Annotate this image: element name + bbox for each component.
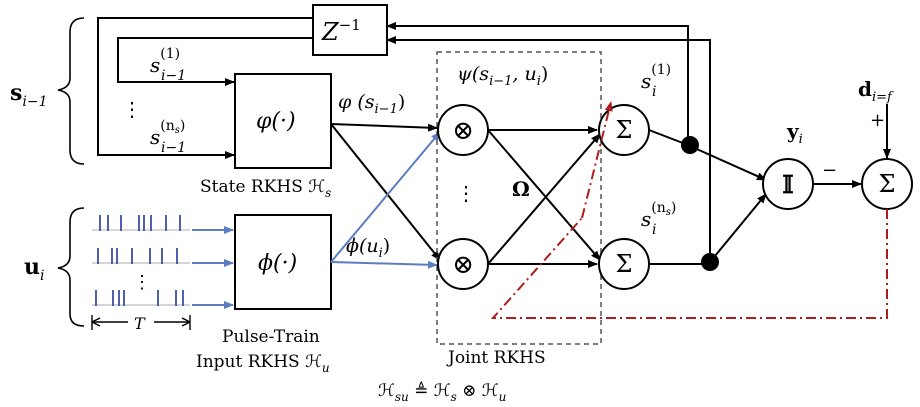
desired-signal-sub: i=f (872, 90, 894, 105)
minus-sign: − (822, 160, 837, 181)
error-sum-symbol: Σ (879, 170, 896, 198)
state-rkhs-label: State RKHS ℋ (200, 177, 325, 197)
input-rkhs-sub: u (322, 361, 330, 375)
input-map-output: ϕ(u (346, 235, 379, 257)
state-feature-map-label: φ(·) (256, 109, 296, 134)
delay-exponent: −1 (339, 16, 361, 34)
tensor-vdots: ⋮ (456, 181, 476, 205)
output-s1-sup: (1) (651, 62, 671, 78)
joint-rkhs-box (436, 51, 602, 345)
state-s1-sup: (1) (160, 46, 180, 62)
delay-label: Z (321, 18, 340, 46)
output-y-sub: i (799, 132, 803, 147)
junction-dot-bottom (701, 253, 719, 271)
input-brace (57, 207, 85, 327)
identity-symbol: 𝕀 (782, 170, 793, 199)
sum-symbol-top: Σ (616, 116, 633, 144)
state-map-output-sub: i−1 (375, 102, 398, 117)
state-sn-label: s (150, 125, 160, 149)
svg-text:yi: yi (786, 119, 803, 147)
state-sn-sub: i−1 (161, 140, 186, 156)
tensor-symbol-top: ⊗ (452, 116, 474, 146)
error-feedback-line (490, 209, 888, 319)
output-sn-label: s (641, 207, 651, 231)
state-map-lines (330, 123, 441, 261)
state-rkhs-sub: s (325, 186, 331, 200)
svg-text:ϕ(ui): ϕ(ui) (346, 235, 390, 261)
feedback-lines (97, 17, 711, 258)
omega-lines (487, 126, 601, 268)
tensor-symbol-bottom: ⊗ (452, 250, 474, 280)
state-sn-sup: (n (160, 118, 174, 134)
svg-text:si−1: si−1 (10, 80, 48, 110)
joint-rkhs-title: Joint RKHS (446, 348, 546, 368)
input-feature-map-box (234, 214, 332, 310)
joint-map-mid-sub: i (537, 74, 541, 89)
svg-text:s(1): s(1) (150, 46, 180, 77)
svg-text:φ (si−1): φ (si−1) (338, 91, 405, 117)
period-label: T (134, 314, 146, 333)
svg-text:di=f: di=f (858, 77, 894, 105)
state-feature-map-box (234, 73, 332, 169)
joint-map-close: ) (541, 63, 548, 85)
joint-map-mid: , u (512, 63, 536, 85)
svg-text:Z−1: Z−1 (321, 16, 361, 46)
error-feedback-arrow (581, 101, 613, 219)
svg-text:State RKHS ℋs: State RKHS ℋs (200, 177, 331, 200)
state-sn-sup-close: ) (180, 118, 185, 134)
state-sn-sup-sub: s (175, 125, 180, 136)
output-y-label: y (786, 119, 800, 143)
state-brace (57, 17, 85, 165)
svg-text:Input RKHS ℋu: Input RKHS ℋu (196, 352, 330, 375)
joint-rkhs-def-sub: su (395, 390, 409, 404)
svg-text:ℋsu ≜ ℋs ⊗ ℋu: ℋsu ≜ ℋs ⊗ ℋu (378, 381, 506, 404)
joint-rkhs-def-sub2: s (451, 390, 457, 404)
output-sn-sup: (n (651, 200, 665, 216)
svg-text:ψ(si−1, ui): ψ(si−1, ui) (457, 63, 548, 89)
input-map-output-close: ) (383, 235, 390, 257)
joint-rkhs-def-tensor: ⊗ ℋ (457, 381, 499, 401)
plus-sign: + (870, 110, 885, 131)
pulse-train-title: Pulse-Train (222, 327, 320, 347)
output-sn-sup-sub: s (666, 207, 671, 218)
sum-symbol-bottom: Σ (616, 250, 633, 278)
state-s1-label: s (150, 53, 160, 77)
output-s1-sub: i (652, 84, 656, 100)
svg-text:s(ns): s(ns) (150, 118, 185, 149)
output-sn-sup-close: ) (671, 200, 676, 216)
state-group-label: s (10, 80, 22, 106)
svg-text:s(1): s(1) (641, 62, 671, 93)
joint-rkhs-def-eq: ≜ ℋ (409, 381, 451, 401)
input-map-lines (330, 131, 441, 269)
omega-label: Ω (512, 177, 530, 201)
state-map-output-close: ) (398, 91, 405, 113)
pulse-vdots: ⋮ (133, 272, 151, 293)
desired-signal-label: d (858, 77, 872, 101)
input-rkhs-label: Input RKHS ℋ (196, 352, 322, 372)
state-group-sub: i−1 (22, 94, 47, 110)
state-s1-sub: i−1 (161, 68, 186, 84)
output-sn-sub: i (652, 222, 656, 238)
svg-text:ui: ui (24, 254, 44, 284)
svg-text:s(ns): s(ns) (641, 200, 676, 231)
period-marker (91, 315, 191, 330)
pulse-trains (92, 215, 190, 306)
state-map-output: φ (s (338, 91, 375, 113)
joint-map-sub: i−1 (489, 74, 512, 89)
input-group-sub: i (40, 268, 44, 284)
input-feature-map-label: ϕ(·) (258, 251, 297, 276)
joint-rkhs-def: ℋ (378, 381, 395, 401)
joint-map-label: ψ(s (457, 63, 489, 85)
junction-dot-top (681, 136, 699, 154)
state-vdots: ⋮ (122, 97, 142, 121)
pulse-arrows (192, 226, 234, 309)
joint-rkhs-def-sub3: u (499, 390, 507, 404)
output-lines (648, 129, 767, 265)
input-map-output-sub: i (379, 246, 383, 261)
input-group-label: u (24, 254, 40, 280)
delay-block (312, 4, 388, 56)
output-s1-label: s (641, 69, 651, 93)
